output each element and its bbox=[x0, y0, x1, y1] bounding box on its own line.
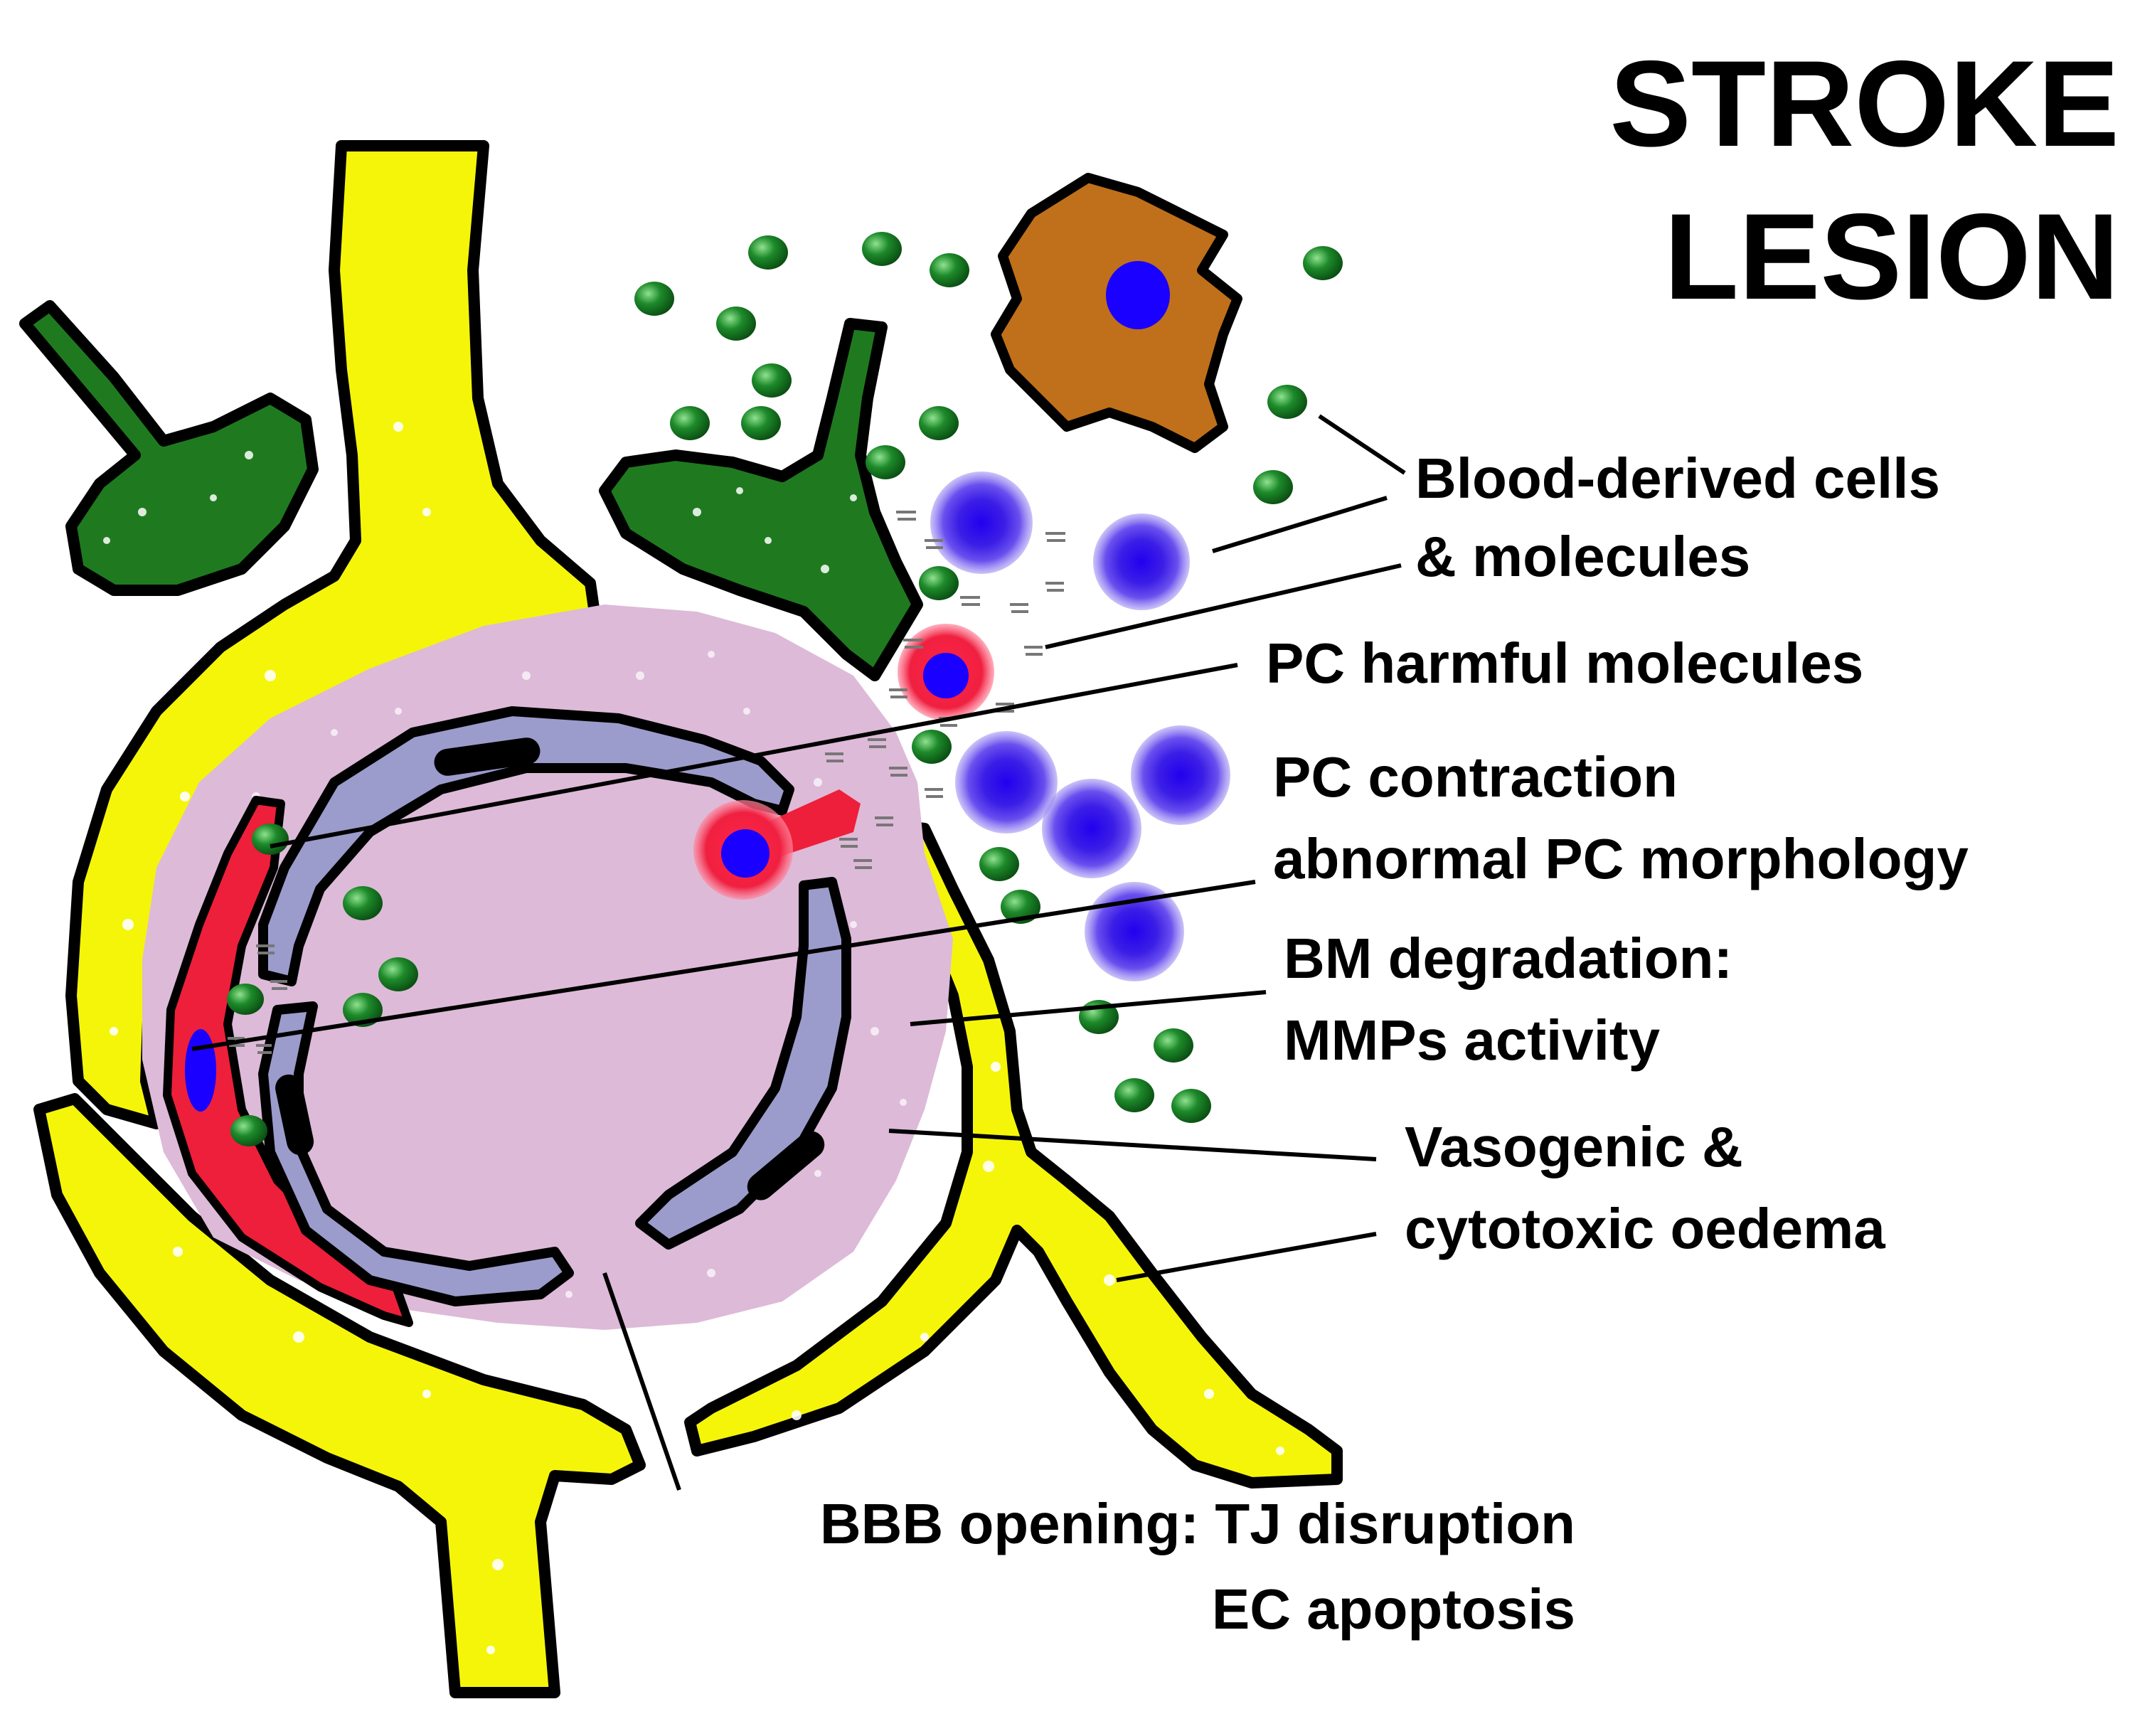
label-pc-harmful: PC harmful molecules bbox=[1266, 632, 1863, 695]
leader-blood-to-leukocyte bbox=[1212, 496, 1388, 553]
leukocyte bbox=[1131, 725, 1230, 825]
label-bbb-opening-1: BBB opening: TJ disruption bbox=[820, 1492, 1575, 1555]
leader-oedema-vasogenic bbox=[888, 1129, 1377, 1161]
title-line-1: STROKE bbox=[1609, 36, 2119, 172]
pc-harmful-molecules bbox=[228, 511, 1065, 1054]
pericyte-body bbox=[163, 796, 413, 1327]
microglia-right bbox=[599, 318, 923, 681]
endothelial-nucleus-top bbox=[434, 737, 541, 776]
leukocyte bbox=[955, 731, 1058, 834]
endothelial-nucleus-right bbox=[747, 1131, 825, 1200]
label-bbb-opening-2: EC apoptosis bbox=[1212, 1577, 1575, 1641]
label-blood-derived-1: Blood-derived cells bbox=[1415, 447, 1940, 510]
microglia-cells bbox=[19, 300, 923, 681]
title: STROKE LESION bbox=[1609, 36, 2119, 325]
label-bm-degradation-1: BM degradation: bbox=[1284, 927, 1732, 990]
pericyte-cell-migrating-nucleus bbox=[721, 829, 770, 878]
leukocytes bbox=[930, 472, 1230, 981]
label-oedema-2: cytotoxic oedema bbox=[1405, 1197, 1885, 1260]
pericyte-nucleus bbox=[185, 1029, 216, 1112]
astrocyte-process-bottom-left bbox=[33, 1093, 646, 1698]
label-bm-degradation-2: MMPs activity bbox=[1284, 1008, 1661, 1072]
astrocyte-endfeet bbox=[33, 140, 1343, 1698]
leader-pc-contraction bbox=[191, 880, 1256, 1051]
endothelial-cells bbox=[258, 706, 851, 1306]
leader-bbb-opening bbox=[602, 1272, 681, 1491]
annotations: Blood-derived cells & molecules PC harmf… bbox=[820, 447, 1969, 1641]
label-oedema-1: Vasogenic & bbox=[1405, 1115, 1743, 1178]
label-blood-derived-2: & molecules bbox=[1415, 525, 1750, 588]
microglia-left bbox=[19, 300, 319, 596]
label-pc-contraction-2: abnormal PC morphology bbox=[1273, 827, 1969, 890]
macrophage-nucleus bbox=[1106, 261, 1170, 329]
leader-bm-degradation bbox=[910, 990, 1267, 1026]
astrocyte-process-right bbox=[684, 819, 1343, 1489]
leukocyte bbox=[1042, 779, 1141, 878]
leader-lines bbox=[191, 414, 1406, 1491]
leader-blood-to-dashes bbox=[1045, 563, 1402, 649]
leader-oedema-cytotoxic bbox=[1116, 1232, 1377, 1282]
leukocyte bbox=[1093, 513, 1190, 610]
endothelial-nucleus-left bbox=[275, 1074, 314, 1156]
label-pc-contraction-1: PC contraction bbox=[1273, 745, 1678, 809]
endothelial-cell-top bbox=[258, 706, 794, 986]
migrating-pericyte bbox=[693, 624, 994, 900]
leukocyte bbox=[930, 472, 1033, 574]
leader-blood-to-molecule bbox=[1318, 414, 1406, 475]
title-line-2: LESION bbox=[1664, 188, 2119, 325]
macrophage bbox=[991, 173, 1242, 453]
red-blood-derived-cell-nucleus bbox=[923, 653, 969, 698]
leader-pc-harmful bbox=[270, 663, 1238, 848]
blood-derived-molecules bbox=[227, 232, 1343, 1146]
